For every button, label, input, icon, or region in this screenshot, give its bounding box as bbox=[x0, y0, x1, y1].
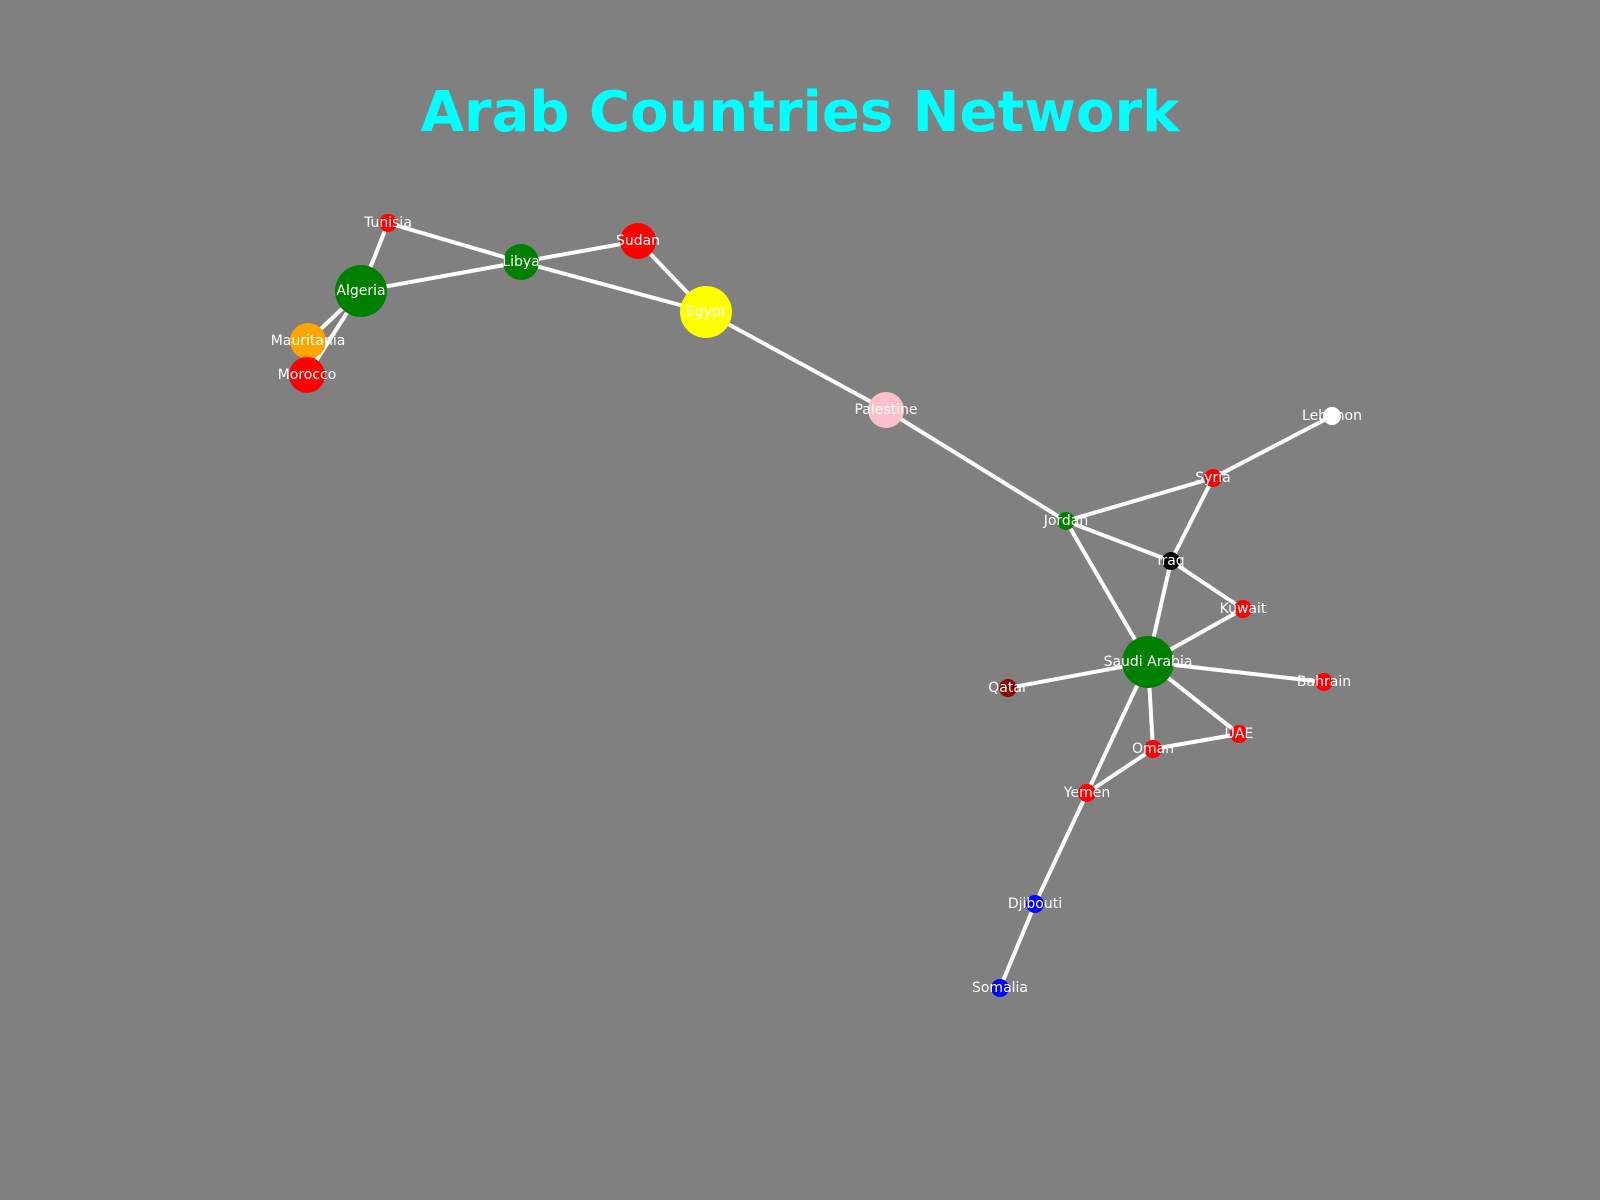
node-somalia bbox=[991, 979, 1009, 997]
node-djibouti bbox=[1026, 895, 1044, 913]
node-label-qatar: Qatar bbox=[988, 680, 1028, 696]
node-syria bbox=[1204, 469, 1222, 487]
node-label-lebanon: Lebanon bbox=[1302, 408, 1362, 424]
node-iraq bbox=[1162, 552, 1180, 570]
nodes-layer bbox=[289, 214, 1341, 997]
node-saudi_arabia bbox=[1122, 636, 1174, 688]
edge-saudi_arabia-bahrain bbox=[1147, 660, 1325, 684]
edge-djibouti-somalia bbox=[998, 903, 1037, 989]
edge-oman-yemen bbox=[1085, 747, 1155, 795]
edge-jordan-saudi_arabia bbox=[1064, 519, 1150, 664]
node-libya bbox=[503, 244, 539, 280]
edge-libya-algeria bbox=[360, 260, 522, 293]
node-egypt bbox=[680, 286, 732, 338]
edge-tunisia-libya bbox=[387, 221, 522, 264]
node-label-mauritania: Mauritania bbox=[271, 333, 346, 349]
node-label-somalia: Somalia bbox=[972, 980, 1028, 996]
node-algeria bbox=[335, 265, 387, 317]
edges-layer bbox=[305, 221, 1333, 989]
edge-syria-lebanon bbox=[1212, 414, 1333, 480]
edge-uae-oman bbox=[1152, 732, 1240, 751]
node-mauritania bbox=[290, 323, 326, 359]
node-label-oman: Oman bbox=[1132, 741, 1174, 757]
node-lebanon bbox=[1323, 407, 1341, 425]
edge-libya-egypt bbox=[520, 260, 707, 314]
node-bahrain bbox=[1315, 673, 1333, 691]
node-label-kuwait: Kuwait bbox=[1220, 601, 1267, 617]
node-label-jordan: Jordan bbox=[1043, 513, 1089, 529]
node-label-sudan: Sudan bbox=[616, 233, 660, 249]
node-tunisia bbox=[379, 214, 397, 232]
node-yemen bbox=[1078, 784, 1096, 802]
edge-egypt-palestine bbox=[705, 310, 887, 412]
node-kuwait bbox=[1234, 600, 1252, 618]
chart-title: Arab Countries Network bbox=[420, 80, 1180, 145]
node-sudan bbox=[620, 223, 656, 259]
edge-palestine-jordan bbox=[884, 408, 1068, 523]
node-oman bbox=[1144, 740, 1162, 758]
node-label-palestine: Palestine bbox=[854, 402, 917, 418]
node-label-uae: UAE bbox=[1225, 726, 1254, 742]
node-label-libya: Libya bbox=[502, 254, 539, 270]
node-qatar bbox=[999, 679, 1017, 697]
node-label-tunisia: Tunisia bbox=[363, 215, 412, 231]
edge-jordan-iraq bbox=[1065, 519, 1172, 563]
node-jordan bbox=[1057, 512, 1075, 530]
node-label-djibouti: Djibouti bbox=[1008, 896, 1062, 912]
node-label-egypt: Egypt bbox=[686, 304, 727, 320]
node-label-iraq: Iraq bbox=[1157, 553, 1184, 569]
node-label-bahrain: Bahrain bbox=[1297, 674, 1351, 690]
node-label-algeria: Algeria bbox=[336, 283, 385, 299]
node-label-morocco: Morocco bbox=[278, 367, 337, 383]
node-morocco bbox=[289, 357, 325, 393]
edge-iraq-kuwait bbox=[1169, 559, 1245, 611]
node-label-saudi_arabia: Saudi Arabia bbox=[1104, 654, 1193, 670]
edge-syria-iraq bbox=[1169, 477, 1215, 562]
edge-libya-sudan bbox=[520, 239, 639, 264]
node-label-syria: Syria bbox=[1195, 470, 1230, 486]
node-label-yemen: Yemen bbox=[1063, 785, 1110, 801]
node-uae bbox=[1230, 725, 1248, 743]
edge-jordan-syria bbox=[1065, 476, 1214, 523]
node-palestine bbox=[868, 392, 904, 428]
edge-yemen-djibouti bbox=[1033, 792, 1089, 905]
